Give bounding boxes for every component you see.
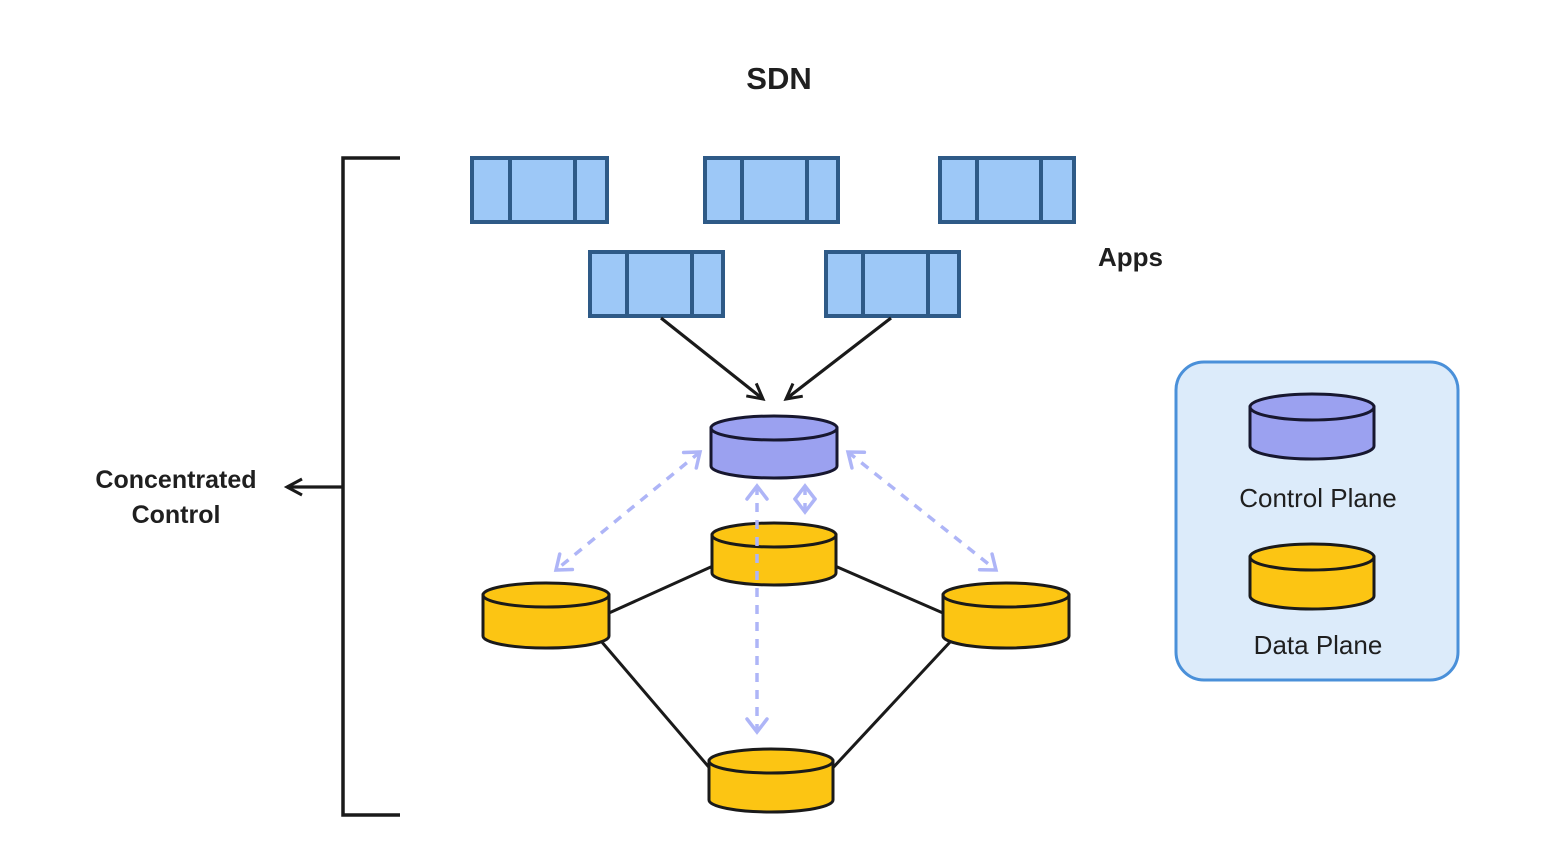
link-left-to-top-switch <box>608 564 714 615</box>
app-block-3 <box>938 156 1076 224</box>
app-arrow-right <box>783 316 892 401</box>
app-block-1 <box>470 156 609 224</box>
switch-left <box>481 581 611 650</box>
apps-label: Apps <box>1098 242 1163 272</box>
legend-box <box>1174 360 1460 682</box>
app-block-2 <box>703 156 840 224</box>
switch-right <box>941 581 1071 650</box>
controller-node <box>709 414 839 480</box>
diagram-title: SDN <box>746 61 811 96</box>
app-block-4 <box>588 250 725 318</box>
legend-data-plane-icon <box>1248 542 1376 611</box>
link-left-to-bottom-switch <box>599 640 715 773</box>
link-top-to-right-switch <box>834 564 944 615</box>
legend-control-plane-label: Control Plane <box>1239 483 1397 513</box>
legend: Control Plane Data Plane <box>1174 360 1460 682</box>
concentrated-control-label-line1: Concentrated <box>95 466 256 494</box>
concentrated-control-label-line2: Control <box>132 501 221 529</box>
control-link-right <box>845 450 999 572</box>
app-arrow-left <box>660 316 766 401</box>
legend-control-plane-icon <box>1248 392 1376 461</box>
switch-top <box>710 521 838 587</box>
app-block-5 <box>824 250 961 318</box>
legend-data-plane-label: Data Plane <box>1254 630 1383 660</box>
switch-bottom <box>707 747 835 814</box>
control-link-left <box>553 450 703 572</box>
link-right-to-bottom-switch <box>827 639 953 774</box>
concentrated-control-bracket <box>341 156 400 817</box>
